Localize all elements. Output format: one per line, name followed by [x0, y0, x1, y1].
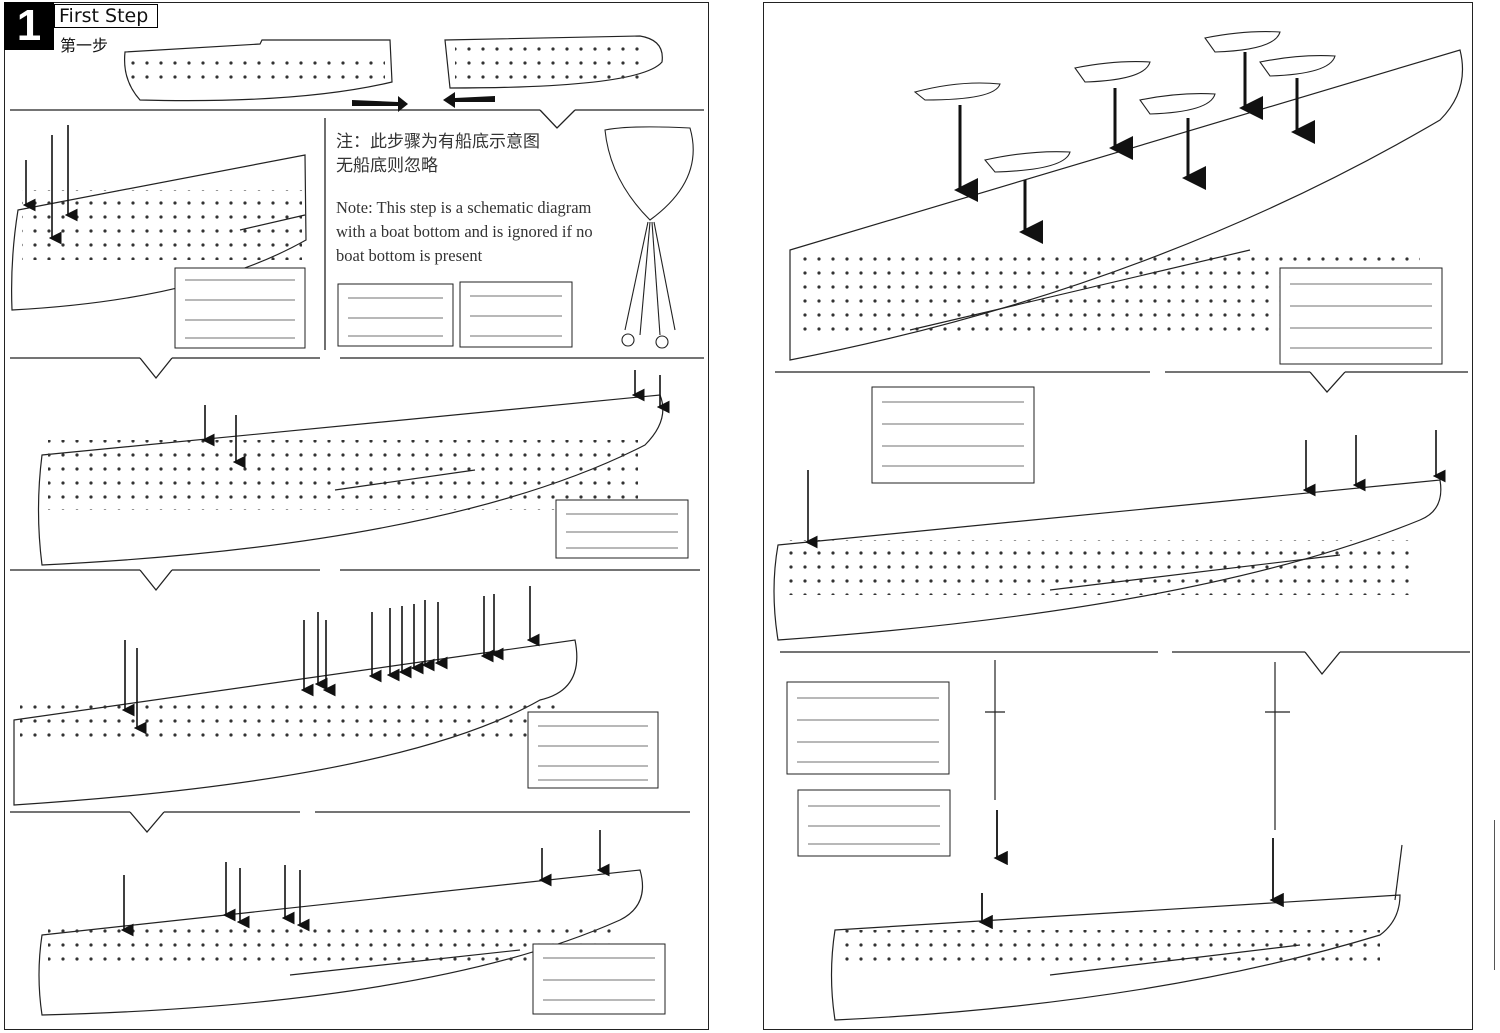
boat-bottom-figure — [604, 126, 694, 349]
section-dividers-right — [775, 371, 1470, 676]
note-chinese: 注：此步骤为有船底示意图 无船底则忽略 — [336, 130, 540, 178]
page-edge-marker — [1494, 820, 1500, 970]
hull-masts-stage — [773, 479, 1442, 641]
down-arrow-icon — [22, 125, 78, 245]
join-arrows-icon — [352, 92, 495, 112]
note-en-line-1: Note: This step is a schematic diagram — [336, 198, 592, 217]
note-cn-line-2: 无船底则忽略 — [336, 156, 438, 175]
step-title-cn: 第一步 — [60, 36, 109, 55]
hull-full-side — [37, 394, 664, 566]
hull-deck-view — [13, 639, 578, 806]
step-title-en: First Step — [54, 4, 158, 28]
lifeboat-parts — [913, 31, 1336, 173]
hull-half-stern — [123, 39, 393, 102]
note-cn-line-1: 注：此步骤为有船底示意图 — [336, 132, 540, 151]
note-english: Note: This step is a schematic diagram w… — [336, 196, 593, 268]
hull-final-stage — [830, 894, 1401, 1021]
hull-half-bow — [444, 35, 663, 89]
note-en-line-2: with a boat bottom and is ignored if no — [336, 222, 593, 241]
note-en-line-3: boat bottom is present — [336, 246, 483, 265]
section-dividers-left — [10, 109, 704, 834]
step-number-badge: 1 — [4, 2, 54, 50]
hull-guns-view — [38, 869, 644, 1016]
mast-parts — [985, 660, 1403, 901]
